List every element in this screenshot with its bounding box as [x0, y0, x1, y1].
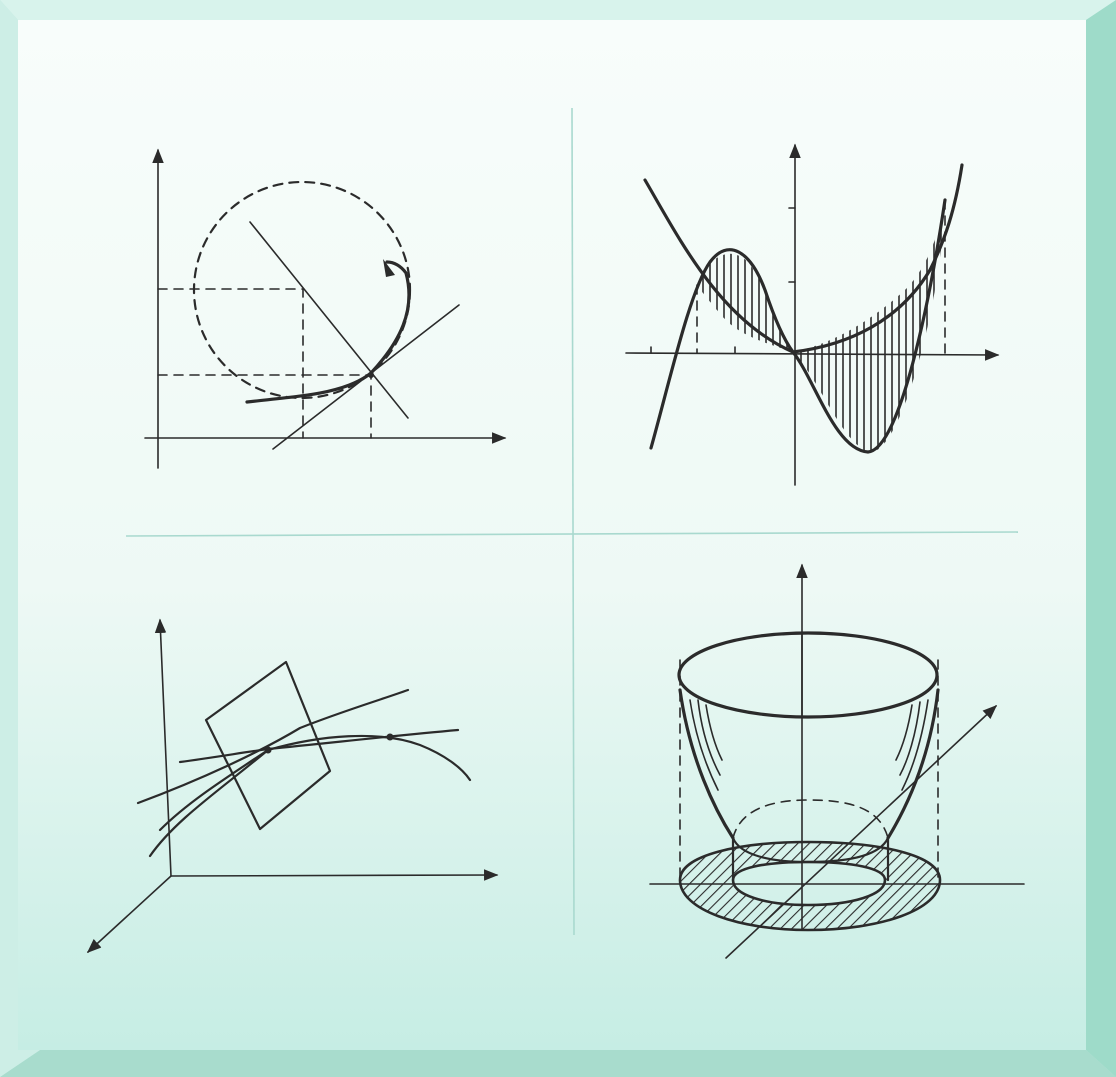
y-axis [170, 869, 499, 881]
dashed-projection-lower [157, 374, 372, 439]
diagonal-axis [725, 705, 998, 959]
tangent-line-upper [136, 688, 410, 805]
surface-curve-lower [158, 748, 270, 832]
x-axis [86, 875, 172, 953]
surface-curve [148, 734, 472, 858]
cubic-curve [649, 198, 947, 454]
tangent-line-lower [178, 728, 460, 764]
hatched-region-left [697, 253, 793, 352]
curve [245, 260, 411, 404]
bowl-left-wall [678, 688, 735, 840]
dashed-inner-rim-back [732, 799, 889, 839]
vertical-divider [571, 107, 575, 936]
hatched-region-right [793, 200, 945, 453]
right-wall-shading [895, 699, 929, 791]
curve-arrowhead [383, 259, 395, 277]
horizontal-divider [125, 531, 1019, 537]
shaded-area-between-curves [625, 143, 1000, 486]
x-axis [625, 349, 1000, 361]
left-wall-shading [689, 699, 723, 791]
hatched-annulus-base [678, 840, 942, 932]
bowl-right-wall [886, 688, 940, 840]
normal-line [249, 221, 409, 419]
parabola-curve [643, 163, 964, 354]
bowl-top-ellipse [677, 631, 939, 719]
dashed-projection-upper [157, 288, 304, 439]
point-of-tangency [264, 746, 272, 754]
inner-rim-front [731, 836, 890, 864]
second-point [386, 733, 394, 741]
circle-tangent-diagram [144, 148, 507, 469]
tangent-point [368, 372, 374, 378]
tangent-plane [204, 660, 332, 831]
solid-of-revolution-diagram [649, 563, 1025, 959]
tangent-plane-3d-diagram [86, 618, 499, 953]
